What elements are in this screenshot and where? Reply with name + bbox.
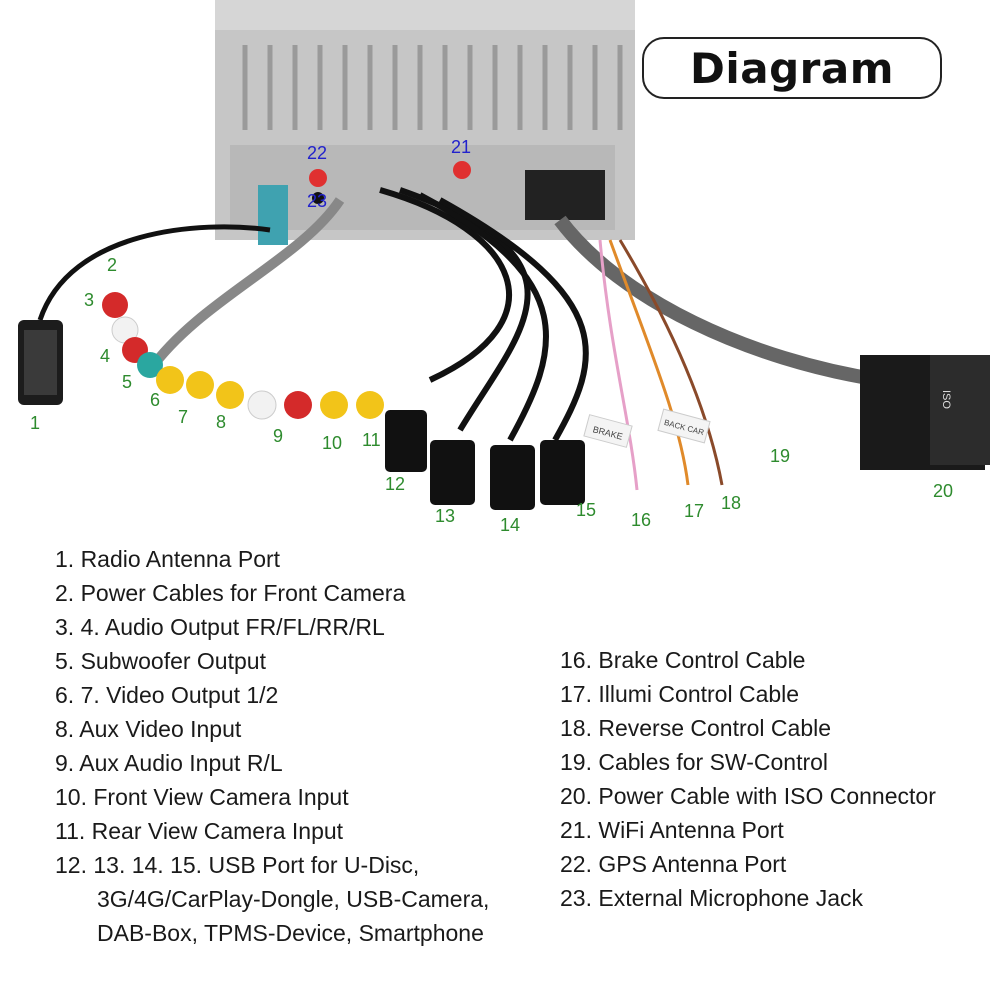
usb-cables (379, 187, 589, 510)
head-unit-photo: BRAKE BACK CAR ISO (18, 0, 990, 510)
legend-item: 20. Power Cable with ISO Connector (560, 783, 936, 809)
legend-item: 18. Reverse Control Cable (560, 715, 832, 741)
legend-item: 6. 7. Video Output 1/2 (55, 682, 279, 708)
legend-item: 1. Radio Antenna Port (55, 546, 281, 572)
legend-item: 5. Subwoofer Output (55, 648, 266, 674)
legend-item: 22. GPS Antenna Port (560, 851, 787, 877)
legend-item: 17. Illumi Control Cable (560, 681, 800, 707)
diagram-title: Diagram (690, 43, 894, 93)
legend-right: 16. Brake Control Cable 17. Illumi Contr… (560, 643, 936, 915)
callout-2: 2 (107, 255, 118, 275)
callout-15: 15 (576, 500, 597, 520)
callout-11: 11 (362, 430, 381, 450)
iso-label: ISO (940, 390, 952, 409)
callout-20: 20 (933, 481, 954, 501)
legend-item: 8. Aux Video Input (55, 716, 242, 742)
callout-13: 13 (435, 506, 456, 526)
callout-8: 8 (216, 412, 227, 432)
callout-16: 16 (631, 510, 652, 530)
diagram-title-box: Diagram (642, 37, 942, 99)
legend-item: 21. WiFi Antenna Port (560, 817, 784, 843)
callout-6: 6 (150, 390, 161, 410)
radio-antenna-cable (18, 185, 288, 405)
callout-21: 21 (451, 137, 472, 157)
legend-item: 10. Front View Camera Input (55, 784, 349, 810)
callout-23: 23 (307, 191, 328, 211)
gps-port-icon (309, 169, 327, 187)
mic-jack-icon (312, 192, 324, 204)
wifi-port-icon (453, 161, 471, 179)
callout-19: 19 (770, 446, 791, 466)
legend-item-continuation: DAB-Box, TPMS-Device, Smartphone (97, 920, 484, 946)
callout-9: 9 (273, 426, 284, 446)
power-harness (525, 170, 990, 491)
legend-item: 12. 13. 14. 15. USB Port for U-Disc, (55, 852, 420, 878)
callout-22: 22 (307, 143, 328, 163)
legend-item: 11. Rear View Camera Input (55, 818, 344, 844)
legend-item: 16. Brake Control Cable (560, 647, 806, 673)
callout-5: 5 (122, 372, 133, 392)
callout-18: 18 (721, 493, 742, 513)
callout-17: 17 (684, 501, 705, 521)
callout-4: 4 (100, 346, 111, 366)
legend-item: 3. 4. Audio Output FR/FL/RR/RL (55, 614, 385, 640)
legend-left: 1. Radio Antenna Port 2. Power Cables fo… (55, 542, 489, 950)
legend-item: 9. Aux Audio Input R/L (55, 750, 283, 776)
legend-item: 19. Cables for SW-Control (560, 749, 829, 775)
callout-14: 14 (500, 515, 521, 535)
callout-3: 3 (84, 290, 95, 310)
legend-item: 2. Power Cables for Front Camera (55, 580, 406, 606)
callout-7: 7 (178, 407, 189, 427)
callout-10: 10 (322, 433, 343, 453)
legend-item: 23. External Microphone Jack (560, 885, 863, 911)
legend-item-continuation: 3G/4G/CarPlay-Dongle, USB-Camera, (97, 886, 490, 912)
callout-1: 1 (30, 413, 41, 433)
callout-12: 12 (385, 474, 406, 494)
rca-harness (102, 197, 384, 420)
